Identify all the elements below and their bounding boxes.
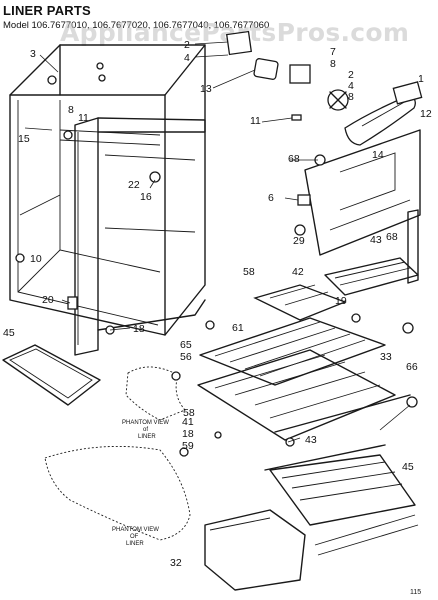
callout-45: 45 [402, 461, 414, 473]
phantom-2-line-3: LINER [126, 541, 144, 547]
callout-8a: 8 [348, 91, 354, 103]
callout-19: 20 [42, 294, 54, 306]
callout-58b: 59 [182, 440, 194, 452]
callout-5: 6 [268, 192, 274, 204]
phantom-labels: PHANTOM VIEW of LINER PHANTOM VIEW OF LI… [112, 420, 169, 547]
callout-1: 1 [418, 73, 424, 85]
callout-56: 58 [243, 266, 255, 278]
callout-14: 16 [140, 191, 152, 203]
callout-41: 41 [182, 416, 194, 428]
callout-18: 18 [133, 323, 145, 335]
callout-43: 43 [305, 434, 317, 446]
callout-68: 68 [386, 231, 398, 243]
liner-cabinet [9, 44, 206, 356]
callout-7: 8 [330, 58, 336, 70]
callout-11b: 12 [420, 108, 432, 120]
phantom-liner-views [44, 320, 222, 541]
leader-lines [24, 41, 411, 443]
callout-15: 15 [18, 133, 30, 145]
control-parts [225, 30, 423, 146]
callout-8b: 8 [68, 104, 74, 116]
callout-6: 7 [330, 46, 336, 58]
phantom-1-line-1: PHANTOM VIEW [122, 420, 169, 426]
callout-34: 43 [370, 234, 382, 246]
callout-59: 61 [232, 322, 244, 334]
callout-2b: 2 [348, 69, 354, 81]
model-numbers: Model 106.7677010, 106.7677020, 106.7677… [3, 20, 270, 31]
callout-32: 33 [380, 351, 392, 363]
callout-52: 56 [180, 351, 192, 363]
callout-20: 22 [128, 179, 140, 191]
callout-4b: 4 [348, 80, 354, 92]
callout-11a: 11 [250, 115, 261, 127]
callout-17: 19 [335, 295, 347, 307]
phantom-1-line-2: of [143, 427, 148, 433]
callout-33: 42 [292, 266, 304, 278]
callout-10: 11 [78, 112, 89, 124]
callout-13: 13 [200, 83, 212, 95]
callout-29: 32 [170, 557, 182, 569]
phantom-1-line-3: LINER [138, 434, 156, 440]
callout-12: 14 [372, 149, 384, 161]
callout-8c: 10 [30, 253, 42, 265]
callout-58a: 58 [183, 407, 195, 419]
callout-66: 68 [288, 153, 300, 165]
callout-numbers: 3 2 4 7 8 2 4 8 1 13 8 11 15 11 12 14 68… [3, 39, 432, 569]
crisper-pan [204, 454, 419, 591]
page-number: 115 [410, 589, 421, 596]
callout-22: 29 [293, 235, 305, 247]
callout-4a: 4 [184, 52, 190, 64]
callout-65: 66 [406, 361, 418, 373]
callout-2a: 2 [184, 39, 190, 51]
diagram-title: LINER PARTS [3, 3, 91, 18]
wire-shelves [197, 257, 419, 471]
callout-42: 45 [3, 327, 15, 339]
callout-16: 18 [182, 428, 194, 440]
phantom-2-line-1: PHANTOM VIEW [112, 527, 159, 533]
callout-61: 65 [180, 339, 192, 351]
phantom-2-line-2: OF [130, 534, 139, 540]
drip-tray [2, 344, 101, 406]
callout-3: 3 [30, 48, 36, 60]
